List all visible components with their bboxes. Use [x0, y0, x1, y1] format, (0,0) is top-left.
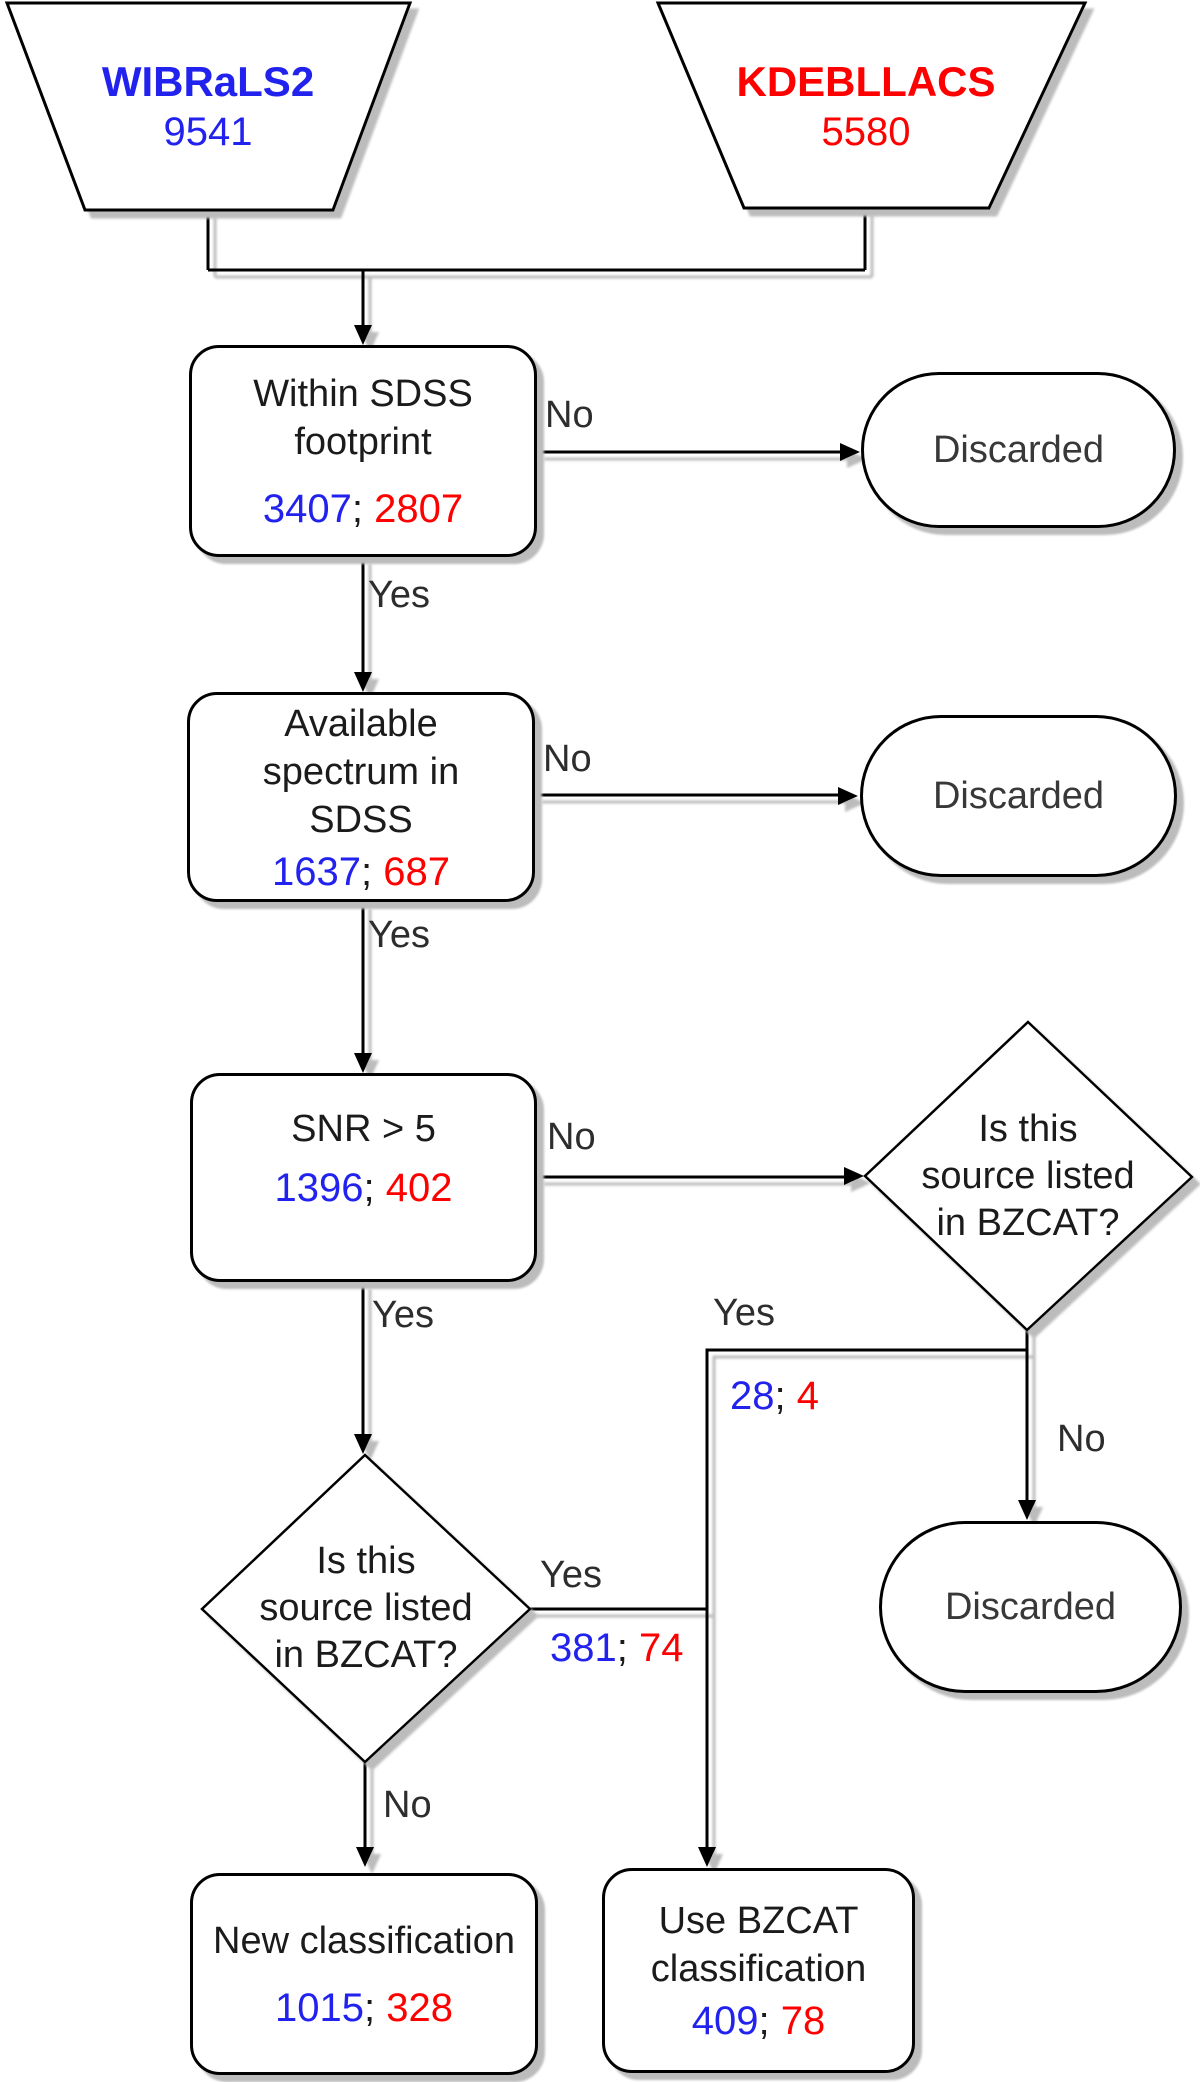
catalog-wibrals2-name: WIBRaLS2 — [101, 58, 315, 105]
diamond-bzcat-right — [863, 1020, 1194, 1332]
diamond-left-text: Is this source listed in BZCAT? — [216, 1538, 516, 1679]
terminator-discarded-2: Discarded — [860, 715, 1177, 877]
edge-counts-left-diamond-yes: 381; 74 — [550, 1626, 683, 1670]
arrowhead-into-use-bzcat — [698, 1847, 716, 1867]
box-available-spectrum: Available spectrum in SDSS 1637; 687 — [187, 692, 535, 902]
arrowhead-into-right-diamond — [844, 1167, 864, 1185]
box-title-line: Within SDSS — [253, 373, 473, 415]
box-title-line: classification — [650, 1948, 867, 1990]
count-wibrals2: 28 — [730, 1374, 775, 1418]
count-wibrals2: 1015 — [275, 1986, 364, 2030]
count-wibrals2: 381 — [550, 1626, 617, 1670]
box-title-line: Available — [284, 702, 438, 745]
edge-label-spectrum-yes: Yes — [368, 914, 430, 956]
edge-label-footprint-yes: Yes — [368, 574, 430, 616]
count-separator: ; — [361, 849, 384, 894]
catalog-kdebllacs-name: KDEBLLACS — [736, 58, 996, 105]
terminator-label: Discarded — [932, 428, 1105, 471]
terminator-label: Discarded — [944, 1585, 1117, 1628]
edge-label-snr-yes: Yes — [372, 1294, 434, 1336]
arrowheads — [354, 325, 1036, 1867]
edge-label-footprint-no: No — [545, 394, 594, 436]
edge-label-left-diamond-no: No — [383, 1784, 432, 1826]
box-counts: 409; 78 — [692, 1998, 825, 2044]
edge-label-right-diamond-yes: Yes — [713, 1292, 775, 1334]
catalog-wibrals2-count: 9541 — [163, 110, 253, 154]
diamond-text-line: source listed — [921, 1155, 1135, 1197]
edge-label-right-diamond-no: No — [1057, 1418, 1106, 1460]
box-new-classification: New classification 1015; 328 — [190, 1873, 538, 2075]
diamond-bzcat-left — [200, 1453, 532, 1764]
count-separator: ; — [351, 487, 375, 531]
diamond-text-line: in BZCAT? — [274, 1634, 458, 1676]
connector-merge — [206, 208, 867, 340]
box-title-line: footprint — [294, 421, 432, 463]
count-kdebllacs: 687 — [383, 849, 450, 894]
diamond-text-line: Is this — [978, 1108, 1078, 1150]
arrowhead-into-new-classification — [356, 1847, 374, 1867]
arrowhead-into-footprint — [354, 325, 372, 345]
arrowhead-into-left-diamond — [354, 1434, 372, 1454]
diamond-right-text: Is this source listed in BZCAT? — [878, 1106, 1178, 1247]
arrowhead-into-discarded-3 — [1018, 1500, 1036, 1520]
count-separator: ; — [363, 1165, 386, 1210]
count-kdebllacs: 2807 — [374, 487, 464, 531]
count-kdebllacs: 74 — [638, 1626, 684, 1670]
box-counts: 1015; 328 — [275, 1985, 453, 2031]
count-kdebllacs: 78 — [780, 1999, 826, 2043]
count-wibrals2: 3407 — [262, 487, 352, 531]
count-kdebllacs: 4 — [796, 1374, 819, 1418]
edge-counts-right-diamond-yes: 28; 4 — [730, 1374, 819, 1418]
diamond-text-line: Is this — [316, 1540, 416, 1582]
trapezoid-wibrals2 — [4, 1, 413, 212]
terminator-discarded-3: Discarded — [879, 1521, 1182, 1693]
arrowhead-into-snr — [354, 1053, 372, 1073]
count-separator: ; — [616, 1626, 639, 1670]
count-wibrals2: 1396 — [274, 1165, 364, 1210]
box-use-bzcat-classification: Use BZCAT classification 409; 78 — [602, 1868, 915, 2073]
diamond-text-line: source listed — [259, 1587, 473, 1629]
box-counts: 1396; 402 — [275, 1165, 453, 1211]
node-shapes — [4, 1, 1194, 1764]
count-wibrals2: 409 — [691, 1999, 759, 2043]
edge-label-left-diamond-yes: Yes — [540, 1554, 602, 1596]
arrowhead-into-discarded-2 — [838, 787, 858, 805]
connector-lines — [206, 208, 1029, 1858]
box-title-line: Use BZCAT — [658, 1900, 859, 1942]
box-within-sdss-footprint: Within SDSS footprint 3407; 2807 — [189, 345, 537, 557]
count-separator: ; — [758, 1999, 781, 2043]
trapezoid-kdebllacs — [655, 1, 1088, 210]
edge-label-snr-no: No — [547, 1116, 596, 1158]
box-title-line: New classification — [213, 1920, 515, 1962]
box-counts: 3407; 2807 — [263, 486, 463, 532]
box-title-line: SDSS — [309, 798, 413, 841]
catalog-kdebllacs-count: 5580 — [821, 110, 911, 154]
diamond-text-line: in BZCAT? — [936, 1202, 1120, 1244]
connector-rightdiamond-yes — [705, 1348, 1027, 1858]
arrowhead-into-spectrum — [354, 672, 372, 692]
box-counts: 1637; 687 — [272, 849, 450, 895]
count-kdebllacs: 328 — [386, 1986, 453, 2030]
count-kdebllacs: 402 — [385, 1165, 453, 1210]
count-separator: ; — [774, 1374, 797, 1418]
terminator-discarded-1: Discarded — [861, 372, 1176, 528]
box-snr: SNR > 5 1396; 402 — [190, 1073, 537, 1282]
count-wibrals2: 1637 — [272, 849, 361, 894]
box-title-line: spectrum in — [262, 750, 460, 793]
box-title-line: SNR > 5 — [291, 1107, 436, 1150]
terminator-label: Discarded — [932, 774, 1105, 817]
arrowhead-into-discarded-1 — [840, 443, 860, 461]
count-separator: ; — [364, 1986, 387, 2030]
edge-label-spectrum-no: No — [543, 738, 592, 780]
